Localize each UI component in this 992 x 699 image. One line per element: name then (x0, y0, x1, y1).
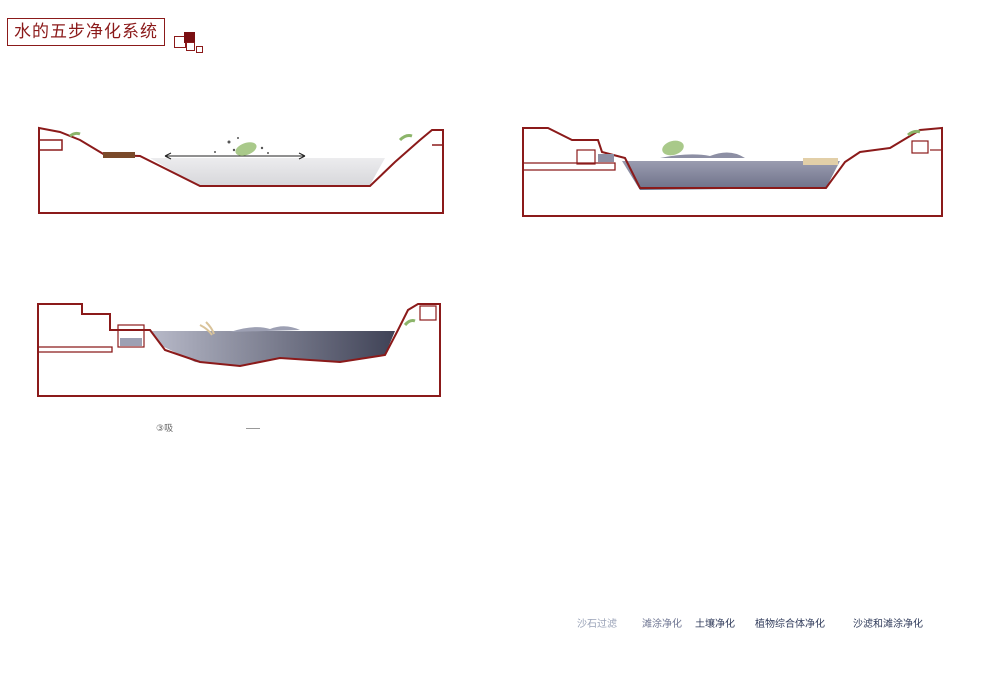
stage-label-3: 土壤净化 (695, 619, 735, 630)
stage-label-4: 植物综合体净化 (755, 619, 825, 630)
title-decoration-square (196, 46, 203, 53)
stage-label-1: 沙石过滤 (577, 619, 617, 630)
section-3 (37, 303, 441, 397)
annotation-dash (246, 428, 260, 429)
section-1 (38, 126, 444, 214)
stage-label-5: 沙滤和滩涂净化 (853, 619, 923, 630)
section-2 (522, 126, 943, 217)
annotation-note: ③吸 (156, 424, 174, 434)
stage-label-2: 滩涂净化 (642, 619, 682, 630)
title-decoration-square (186, 42, 195, 51)
page-title: 水的五步净化系统 (7, 18, 165, 46)
